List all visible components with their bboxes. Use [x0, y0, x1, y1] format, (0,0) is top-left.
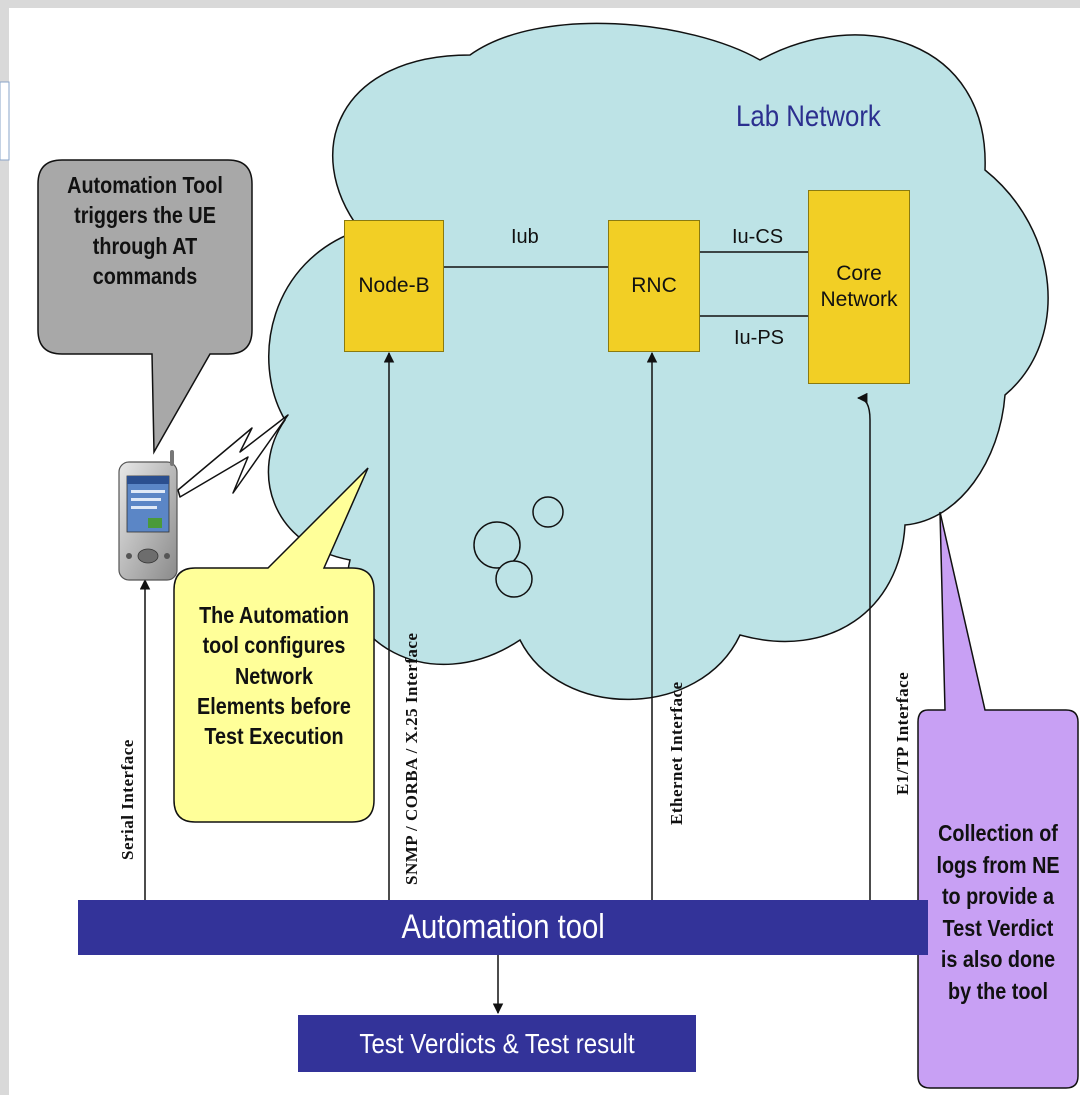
snmp-interface-label: SNMP / CORBA / X.25 Interface: [402, 632, 421, 885]
window-top-edge: [0, 0, 1080, 8]
wireless-signal-icon: [177, 414, 289, 498]
yellow-callout-bubble: [173, 467, 375, 823]
test-result-label: Test Verdicts & Test result: [359, 1027, 635, 1059]
core-network-label-line1: Core: [836, 261, 882, 285]
gray-callout-text: Automation Tool triggers the UE through …: [67, 172, 223, 290]
e1-interface-label: E1/TP Interface: [893, 671, 912, 795]
node-b-box[interactable]: Node-B: [344, 220, 444, 352]
iub-link-label: Iub: [511, 226, 539, 248]
gray-callout-bubble: [37, 159, 253, 455]
rnc-label: RNC: [631, 273, 677, 297]
serial-interface-label: Serial Interface: [118, 739, 137, 860]
automation-tool-label: Automation tool: [401, 908, 605, 946]
window-left-edge: [0, 0, 9, 1095]
purple-callout-text: Collection of logs from NE to provide a …: [936, 820, 1060, 1004]
iu-ps-link-label: Iu-PS: [734, 327, 785, 349]
yellow-callout-text: The Automation tool configures Network E…: [197, 602, 351, 750]
core-network-label-line2: Network: [820, 288, 898, 311]
e1-interface-arrow: [856, 392, 871, 900]
test-result-box[interactable]: Test Verdicts & Test result: [298, 1015, 696, 1072]
lab-network-title: Lab Network: [736, 100, 881, 133]
lab-network-cloud: [267, 22, 1049, 701]
mobile-phone-icon: [118, 450, 178, 581]
purple-callout-bubble: [917, 511, 1079, 1089]
ethernet-interface-label: Ethernet Interface: [667, 681, 686, 825]
automation-tool-bar[interactable]: Automation tool: [78, 900, 928, 955]
core-network-box[interactable]: Core Network: [808, 190, 910, 384]
node-b-label: Node-B: [358, 273, 430, 297]
iu-cs-link-label: Iu-CS: [732, 226, 784, 248]
rnc-box[interactable]: RNC: [608, 220, 700, 352]
window-side-tab: [0, 81, 10, 161]
